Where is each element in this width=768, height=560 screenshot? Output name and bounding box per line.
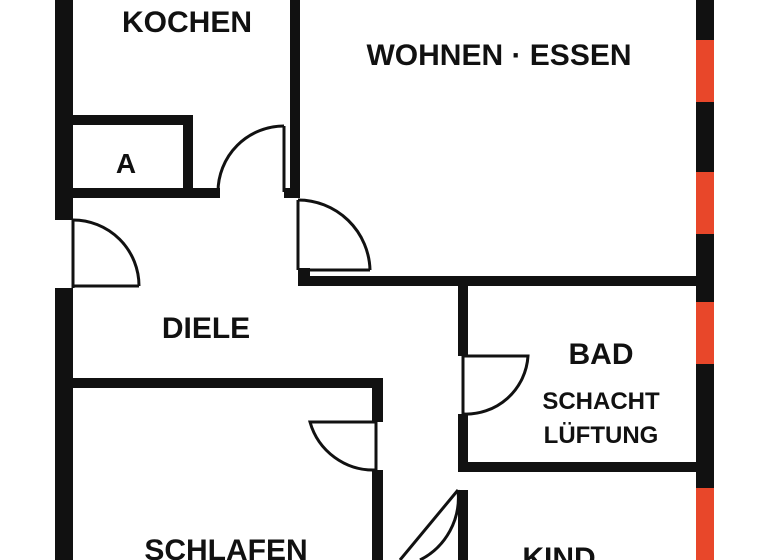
room-label-bad-schacht: SCHACHT <box>542 388 660 415</box>
wall-left-exterior-lower <box>55 288 73 560</box>
door-entrance-arc <box>72 218 141 287</box>
door-wohnen-arc <box>297 198 372 271</box>
door-kitchen-arc <box>216 124 285 193</box>
wall-wohnen-bottom-long <box>298 276 714 286</box>
wall-bad-bottom <box>458 462 714 472</box>
room-label-kind: KIND <box>522 542 595 560</box>
door-kind-arc <box>419 489 460 560</box>
wall-bad-left-lower <box>458 414 468 470</box>
room-label-wohnen-essen: WOHNEN · ESSEN <box>366 39 631 72</box>
window-bad <box>696 302 714 364</box>
wall-bad-left-upper <box>458 286 468 356</box>
door-schlafen-arc <box>308 420 377 472</box>
window-kind <box>696 488 714 560</box>
room-label-kochen: KOCHEN <box>122 6 252 39</box>
window-wohnen-1 <box>696 40 714 102</box>
wall-left-exterior <box>55 0 73 220</box>
wall-abstell-right <box>183 115 193 195</box>
wall-abstell-bottom <box>73 188 220 198</box>
room-label-schlafen: SCHLAFEN <box>144 534 307 560</box>
wall-schlafen-right-upper <box>372 378 383 422</box>
window-wohnen-2 <box>696 172 714 234</box>
wall-schlafen-right-lower <box>372 470 383 560</box>
wall-kitchen-bottom-right <box>284 188 300 198</box>
room-label-bad-lueftung: LÜFTUNG <box>544 422 659 449</box>
wall-schlafen-top <box>73 378 383 388</box>
wall-kind-left <box>458 490 468 560</box>
wall-kitchen-right <box>290 0 300 198</box>
room-label-bad: BAD <box>569 338 634 371</box>
room-label-diele: DIELE <box>162 312 250 345</box>
door-bad-arc <box>462 354 530 416</box>
door-kind-leaf <box>398 489 460 560</box>
wall-abstell-top <box>73 115 193 125</box>
room-label-abstell: A <box>116 148 136 179</box>
